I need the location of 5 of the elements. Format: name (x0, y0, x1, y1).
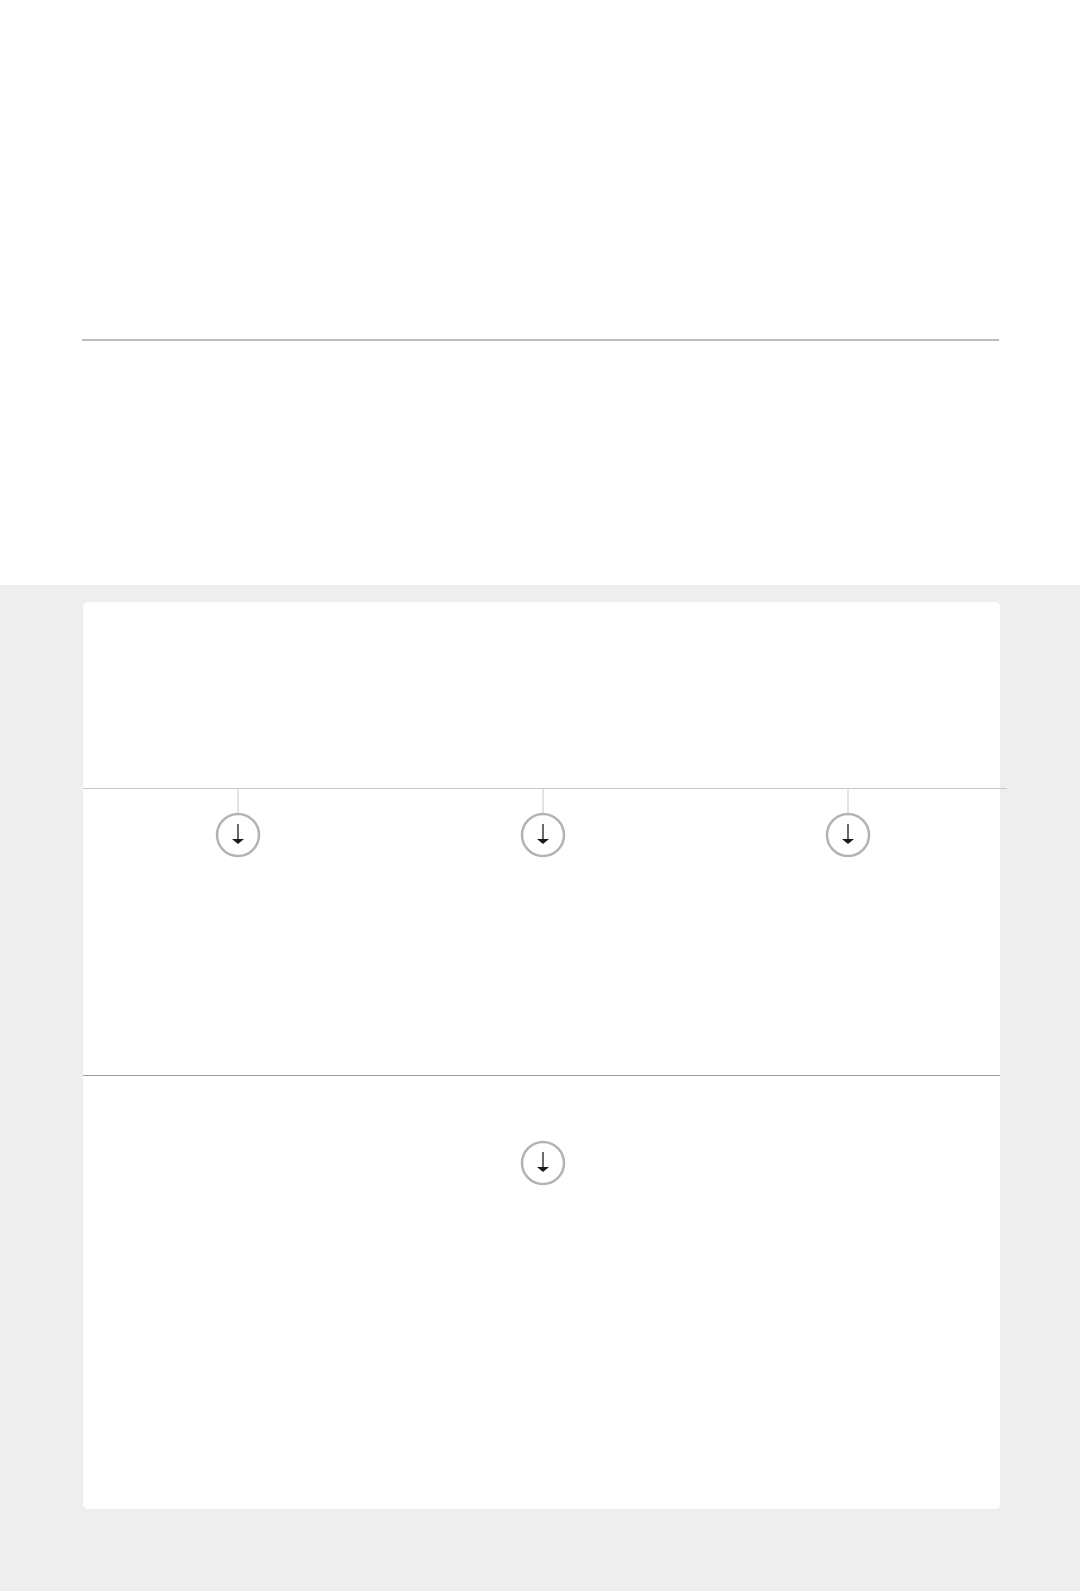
down-arrow-circle-icon (520, 812, 566, 858)
down-arrow-circle-icon (825, 812, 871, 858)
down-arrow-circle-icon (520, 1140, 566, 1186)
bus-line (83, 788, 1007, 789)
down-arrow-circle-icon (215, 812, 261, 858)
